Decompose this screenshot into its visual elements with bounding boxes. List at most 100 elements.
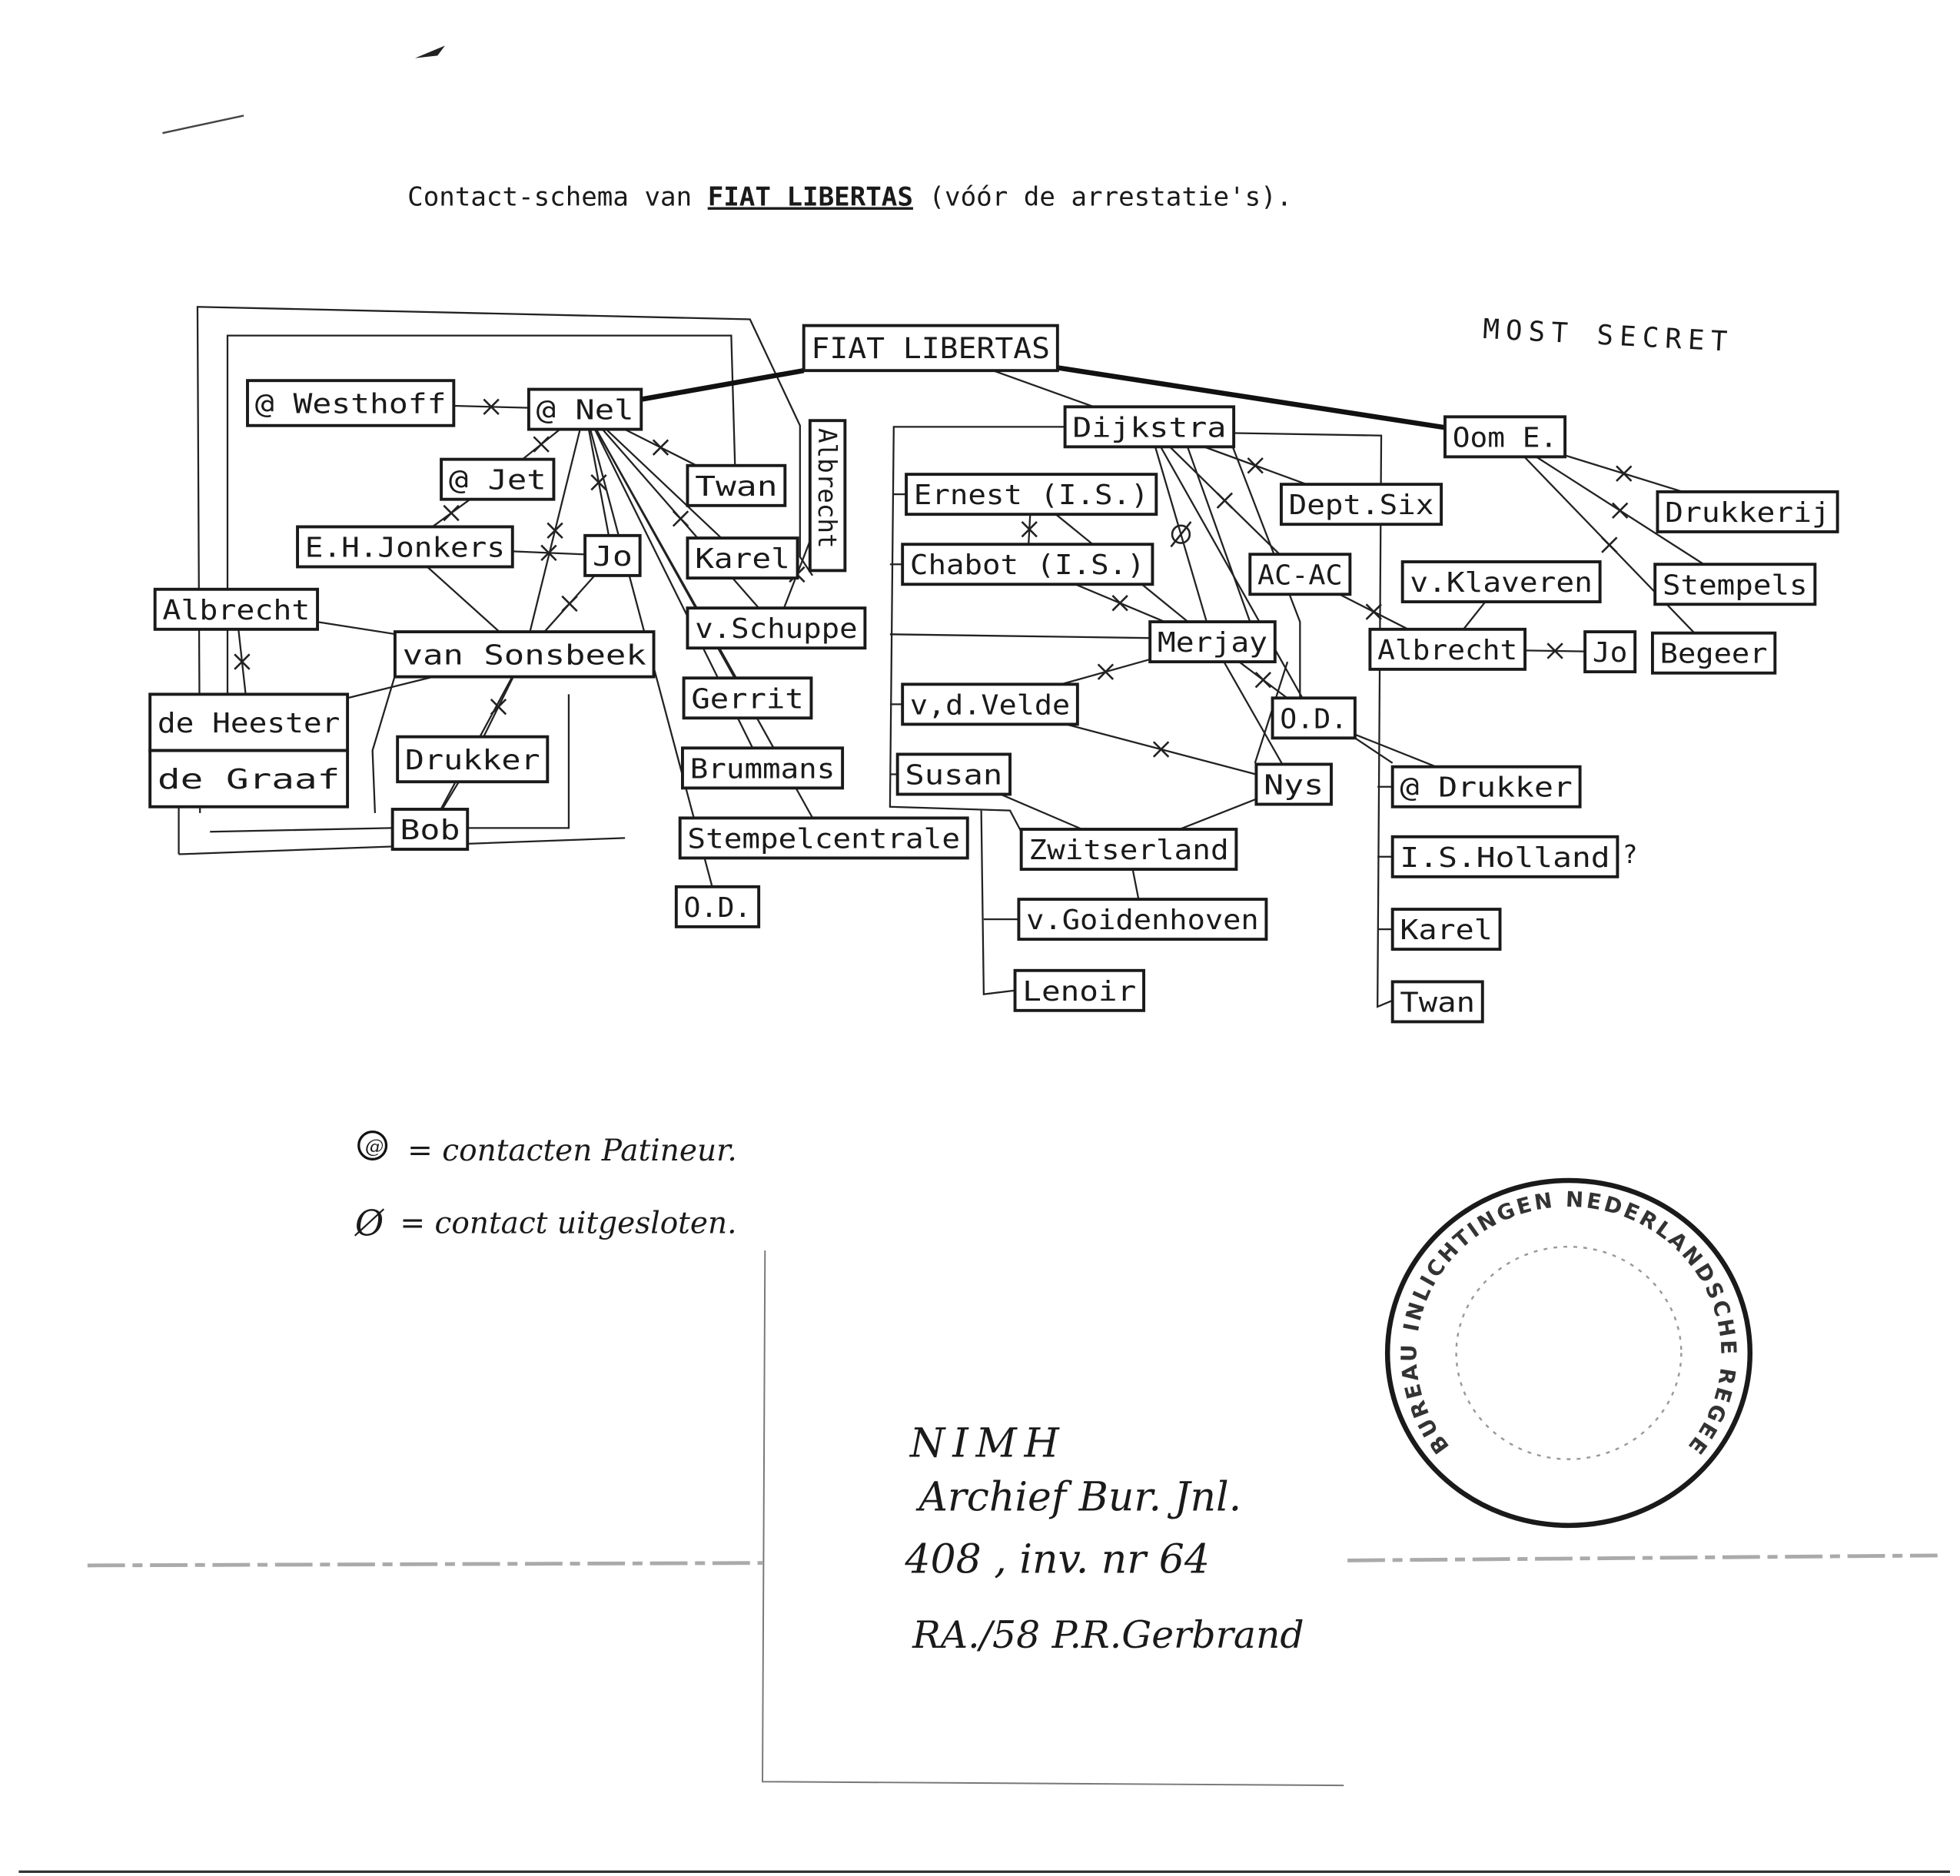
node-box (686, 463, 787, 507)
cross-mark-icon (483, 398, 500, 416)
cross-mark-icon (1616, 465, 1633, 482)
cross-mark-icon (1546, 642, 1563, 659)
node-label: Dept.Six (1289, 490, 1434, 521)
cross-mark-icon (1365, 603, 1382, 620)
excluded-slash-icon (1170, 521, 1192, 548)
node-label: Karel (1400, 915, 1492, 946)
archive-line-2: Archief Bur. Jnl. (915, 1474, 1241, 1520)
document-title: Contact-schema van FIAT LIBERTAS (vóór d… (407, 182, 1292, 213)
node-label: Twan (1400, 987, 1475, 1018)
node-oome: Oom E. (1443, 415, 1567, 459)
connector-line (1377, 785, 1393, 931)
node-box (1254, 762, 1333, 806)
node-heester: de Heester (148, 692, 350, 752)
node-jet: @ Jet (440, 457, 556, 501)
node-label: E.H.Jonkers (305, 532, 505, 563)
node-box (802, 324, 1059, 373)
archive-slip-outline (762, 1250, 1344, 1787)
edge-klaveren-albrecht2 (1463, 601, 1487, 630)
node-drukker1: Drukker (396, 735, 550, 784)
node-box (1656, 490, 1839, 533)
node-od1: O.D. (674, 885, 761, 928)
connector-line (1186, 446, 1251, 623)
cross-mark-icon (1152, 741, 1170, 758)
node-twan1: Twan (686, 463, 787, 507)
node-label: Brummans (690, 753, 835, 785)
edge-nel-karel1 (605, 428, 723, 539)
node-jo1: Jo (583, 533, 642, 577)
connector-line (371, 675, 396, 813)
node-label: Chabot (I.S.) (910, 550, 1145, 581)
node-nel: @ Nel (527, 387, 643, 431)
scan-mark (414, 45, 445, 58)
node-box (1390, 980, 1484, 1024)
node-box (1017, 898, 1268, 941)
cross-mark-icon (1021, 521, 1038, 538)
node-label: @ Jet (449, 465, 546, 496)
node-box (1019, 828, 1238, 872)
node-albrecht1: Albrecht (153, 587, 320, 631)
node-box (1390, 835, 1619, 878)
node-box (686, 606, 867, 650)
node-label: Stempelcentrale (687, 823, 960, 855)
node-label: Karel (695, 543, 790, 575)
node-drukker2: @ Drukker (1390, 765, 1582, 809)
cross-mark-icon (672, 510, 689, 527)
node-graaf: de Graaf (148, 749, 350, 809)
node-box (396, 735, 550, 784)
node-label: van Sonsbeek (403, 639, 646, 671)
node-box (246, 379, 456, 427)
node-bob: Bob (390, 808, 470, 851)
node-label: Stempels (1663, 569, 1808, 601)
node-box (1248, 553, 1352, 596)
connector-line (889, 493, 1151, 775)
edge-merjay-nys (1223, 661, 1284, 765)
node-box (153, 587, 320, 631)
node-box (682, 676, 813, 720)
edge-susan-zwitserland (1000, 793, 1083, 831)
legend-symbol-1: Ø (354, 1204, 385, 1244)
classification-mark: MOST SECRET (1482, 314, 1734, 358)
node-westhoff: @ Westhoff (246, 379, 456, 427)
cross-mark-icon (546, 522, 563, 540)
edge-zwitserland-goidenhoven (1131, 868, 1140, 900)
node-label: @ Drukker (1400, 772, 1572, 804)
node-box (901, 543, 1154, 586)
node-karel1: Karel (686, 536, 799, 580)
node-label: de Heester (158, 708, 340, 739)
node-box (583, 533, 642, 577)
node-begeer: Begeer (1650, 631, 1777, 675)
node-box (1583, 630, 1637, 674)
node-box (1063, 405, 1236, 449)
scan-mark (162, 115, 244, 134)
node-label: v.Schuppe (695, 613, 857, 645)
connector-line (1230, 443, 1301, 699)
node-label: Nys (1264, 769, 1324, 801)
node-chabot: Chabot (I.S.) (901, 543, 1154, 586)
node-label: @ Nel (537, 395, 634, 427)
connector-line (980, 810, 1019, 995)
node-box (390, 808, 470, 851)
node-label: AC-AC (1257, 559, 1343, 591)
node-box (148, 749, 350, 809)
connector-line (1354, 737, 1394, 764)
node-albrecht2: Albrecht (1368, 627, 1527, 671)
node-box (1443, 415, 1567, 459)
node-label: @ Westhoff (255, 388, 447, 420)
node-box (296, 525, 514, 569)
node-albrechtv: Albrecht (808, 419, 847, 573)
node-label: Bob (400, 815, 460, 846)
edge-dijkstra-od2 (1160, 446, 1304, 699)
bureau-stamp: BUREAU INLICHTINGEN NEDERLANDSCHE REGEER… (1384, 1177, 1753, 1529)
node-schuppe: v.Schuppe (686, 606, 867, 650)
edge-albrecht1-sonsbeek (317, 621, 396, 636)
contact-nodes: FIAT LIBERTAS@ Westhoff@ Nel@ JetE.H.Jon… (148, 324, 1839, 1024)
node-label: I.S.Holland (1400, 842, 1610, 874)
node-box (1390, 908, 1502, 951)
node-box (895, 752, 1012, 796)
node-goidenhoven: v.Goidenhoven (1017, 898, 1268, 941)
node-label: Lenoir (1022, 976, 1136, 1008)
edge-fiat-nel (640, 367, 805, 402)
cross-mark-icon (1254, 671, 1272, 689)
node-label: Begeer (1660, 639, 1768, 670)
